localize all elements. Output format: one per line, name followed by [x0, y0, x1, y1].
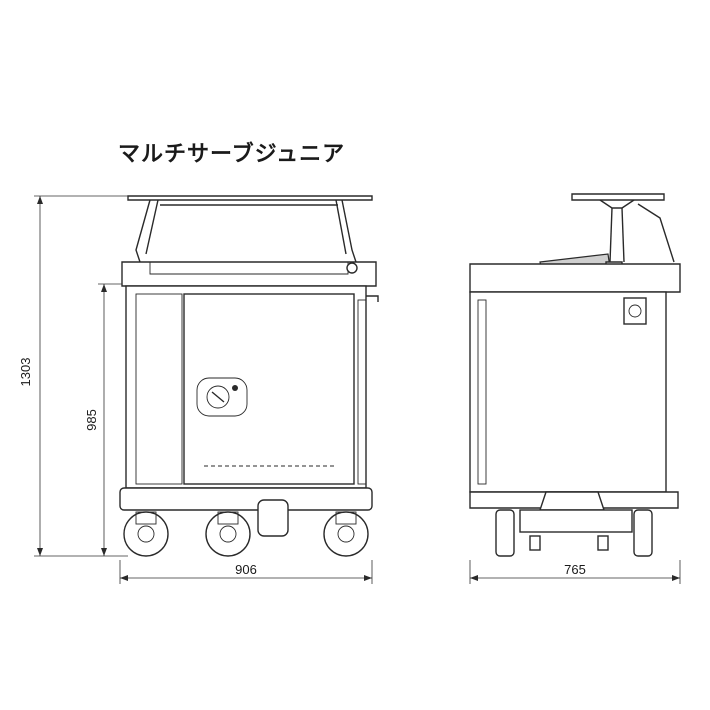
body-height-label: 985 — [84, 409, 99, 431]
front-view — [119, 195, 379, 557]
front-width-label: 906 — [235, 562, 257, 577]
side-width-label: 765 — [564, 562, 586, 577]
diagram-title: マルチサーブジュニア — [118, 142, 346, 167]
dimension-lines — [34, 195, 681, 584]
total-height-label: 1303 — [18, 358, 33, 387]
side-view — [469, 193, 681, 557]
